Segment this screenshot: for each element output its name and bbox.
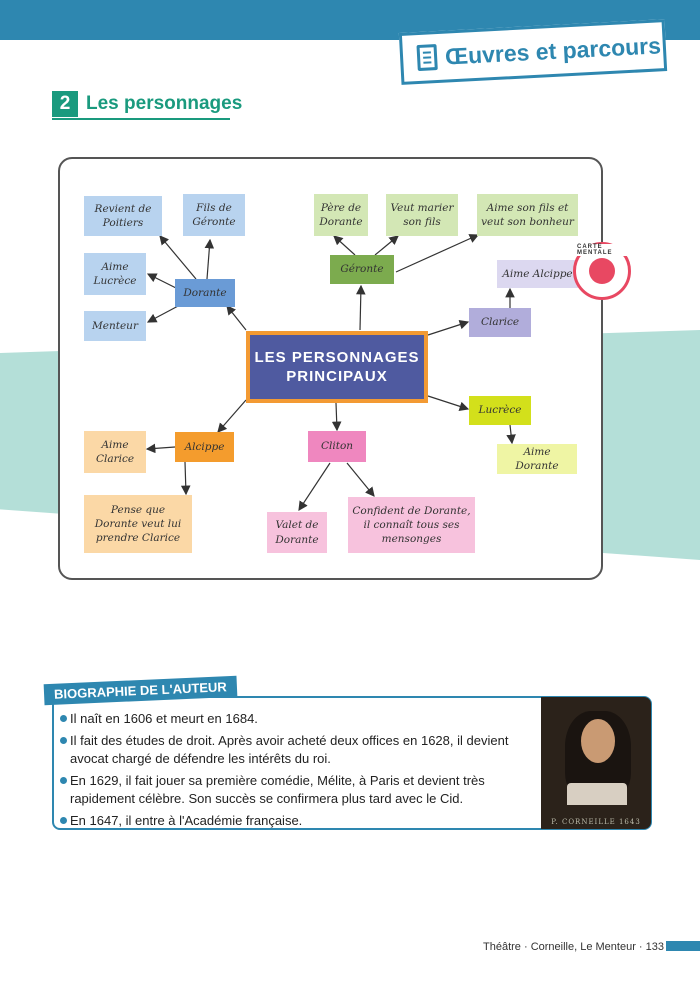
- list-item: En 1629, il fait jouer sa première coméd…: [60, 772, 530, 808]
- node-clarice: Clarice: [469, 308, 531, 337]
- note-aime-clarice: Aime Clarice: [84, 431, 146, 473]
- note-aime-alcippe: Aime Alcippe: [497, 260, 578, 288]
- section-underline: [52, 118, 230, 120]
- note-revient-poitiers: Revient de Poitiers: [84, 196, 162, 236]
- section-number: 2: [52, 91, 78, 117]
- portrait-collar: [567, 783, 627, 805]
- footer-bar: [666, 941, 700, 951]
- page-footer: Théâtre · Corneille, Le Menteur · 133: [483, 941, 664, 953]
- node-lucrece: Lucrèce: [469, 396, 531, 425]
- section-title: Les personnages: [86, 93, 243, 114]
- note-aime-dorante: Aime Dorante: [497, 444, 577, 474]
- node-cliton: Cliton: [308, 431, 366, 462]
- note-veut-marier: Veut marier son fils: [386, 194, 458, 236]
- list-item: Il fait des études de droit. Après avoir…: [60, 732, 530, 768]
- carte-mentale-stamp: CARTE MENTALE: [573, 242, 631, 300]
- stamp-dot-icon: [589, 258, 615, 284]
- note-fils-geronte: Fils de Géronte: [183, 194, 245, 236]
- note-menteur: Menteur: [84, 311, 146, 341]
- note-valet: Valet de Dorante: [267, 512, 327, 553]
- node-alcippe: Alcippe: [175, 432, 234, 462]
- note-aime-son-fils: Aime son fils et veut son bonheur: [477, 194, 578, 236]
- mind-map-connectors: [145, 234, 516, 512]
- corneille-portrait: P. CORNEILLE 1643: [541, 697, 651, 829]
- list-item: Il naît en 1606 et meurt en 1684.: [60, 710, 530, 728]
- section-heading: 2 Les personnages: [52, 91, 242, 117]
- biography-list: Il naît en 1606 et meurt en 1684. Il fai…: [60, 710, 530, 834]
- node-dorante: Dorante: [175, 279, 235, 307]
- mind-map-center: LES PERSONNAGES PRINCIPAUX: [246, 331, 428, 403]
- note-pere-dorante: Père de Dorante: [314, 194, 368, 236]
- note-confident: Confident de Dorante, il connaît tous se…: [348, 497, 475, 553]
- portrait-face: [581, 719, 615, 763]
- portrait-caption: P. CORNEILLE 1643: [551, 818, 641, 826]
- note-aime-lucrece: Aime Lucrèce: [84, 253, 146, 295]
- note-pense-que: Pense que Dorante veut lui prendre Clari…: [84, 495, 192, 553]
- node-geronte: Géronte: [330, 255, 394, 284]
- stamp-label: CARTE MENTALE: [576, 244, 628, 256]
- list-item: En 1647, il entre à l'Académie française…: [60, 812, 530, 830]
